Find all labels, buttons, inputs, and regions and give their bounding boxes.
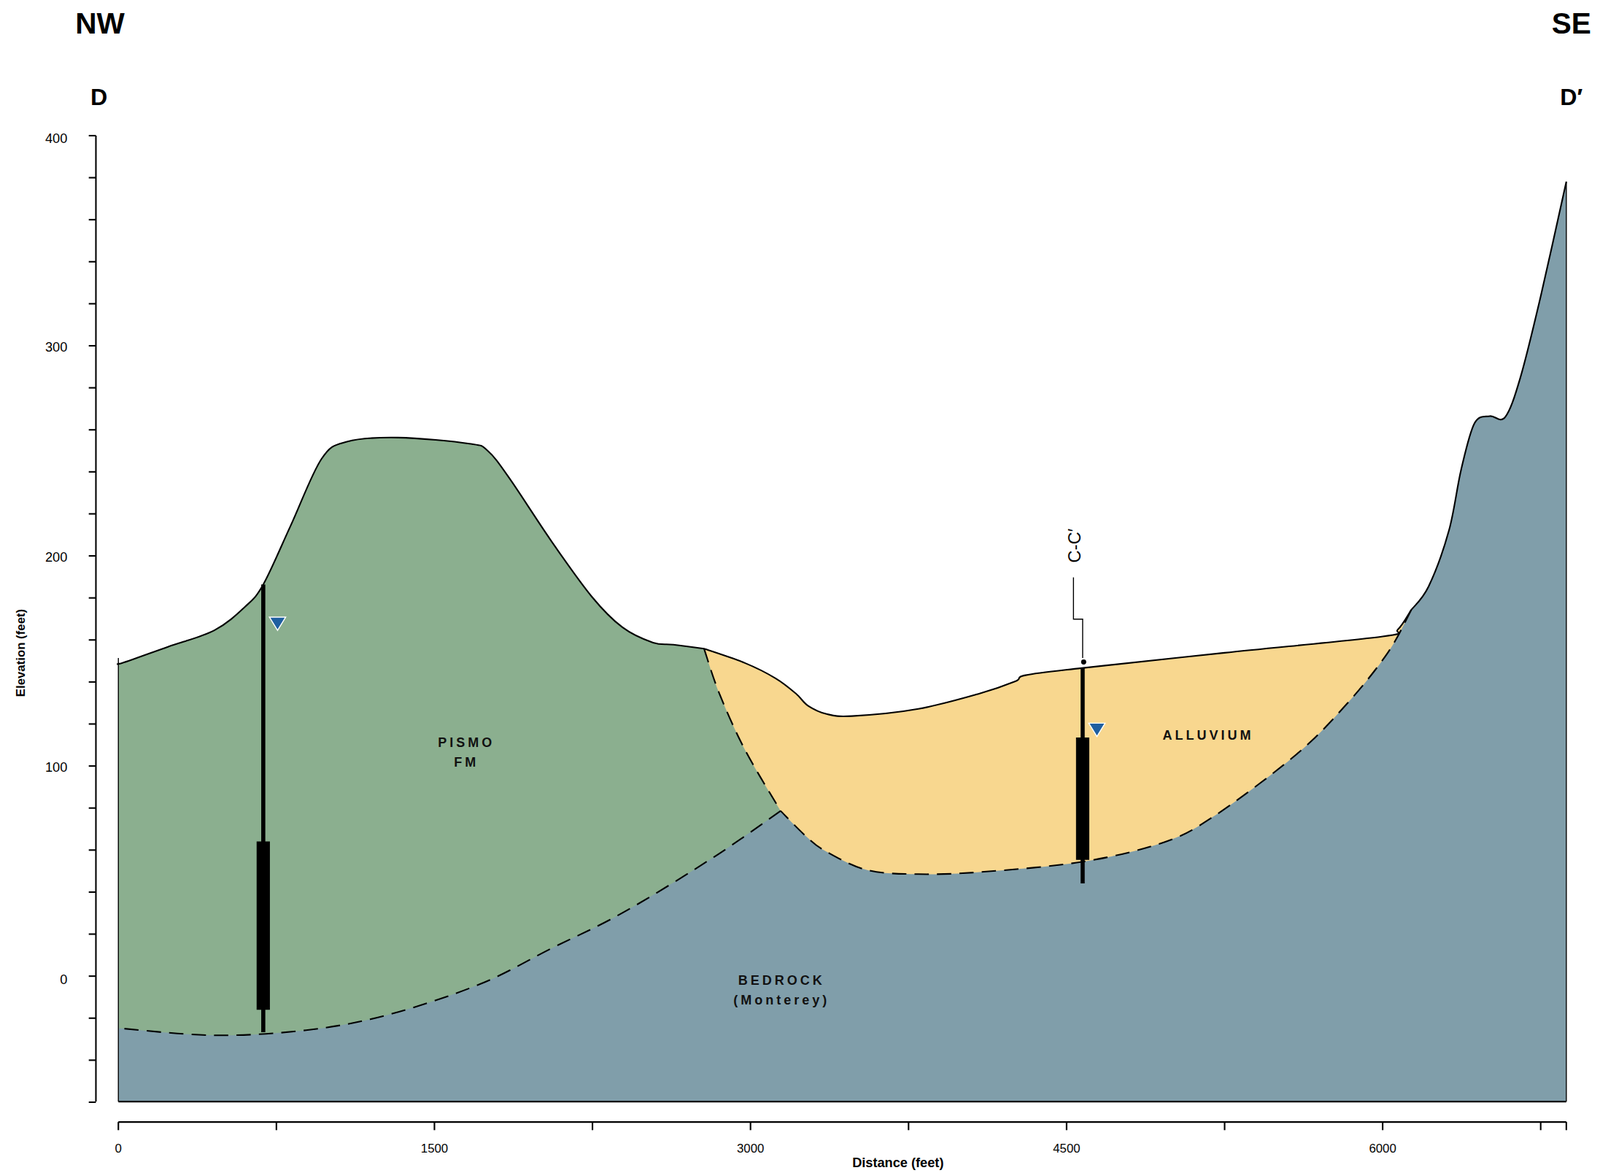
rock-unit-label: PISMO FM [437,733,495,773]
section-edge [118,658,119,1102]
direction-label: SE [1551,7,1592,41]
tick-label-text: 400 [45,131,68,146]
direction-label-text: SE [1551,6,1592,41]
ground-surface [117,181,1567,717]
section-edge [1565,181,1567,1102]
tick-label: 100 [45,760,68,775]
tick-label: 0 [115,1142,122,1156]
tick-label-text: 300 [45,339,68,354]
section-end-label-text: D [90,84,108,111]
axis-title-text: Distance (feet) [852,1155,944,1171]
unit-name: ALLUVIUM [1162,725,1254,746]
axis-title: Distance (feet) [852,1155,944,1171]
contact-line [780,609,1412,875]
tick-label: 300 [45,339,68,354]
tick-label-text: 3000 [736,1141,764,1156]
unit-name: PISMO FM [437,733,495,773]
axis-title-text: Elevation (feet) [13,609,28,697]
tick-label: 1500 [420,1142,448,1156]
tick-label: 4500 [1052,1142,1080,1156]
tick-label: 3000 [736,1142,764,1156]
tick-label-text: 4500 [1052,1141,1080,1156]
tick-label-text: 200 [45,550,68,565]
direction-label: NW [75,7,125,41]
contact-line [118,811,781,1037]
well [1073,577,1105,883]
rock-unit-label: ALLUVIUM [1162,725,1254,746]
tick-label-text: 1500 [420,1141,448,1156]
section-edge [118,1100,1567,1103]
axis [89,135,1567,1131]
section-crossing-label: C-C′ [1065,528,1085,564]
rock-unit-label: BEDROCK (Monterey) [733,971,830,1011]
tick-label: 6000 [1368,1142,1396,1156]
tick-label: 0 [59,972,68,988]
tick-label-text: 0 [59,972,68,988]
axis-title: Elevation (feet) [14,609,28,697]
unit-name: BEDROCK (Monterey) [733,971,830,1011]
contact-line [704,648,781,811]
section-end-label-text: D′ [1559,84,1583,111]
tick-label-text: 100 [45,760,68,775]
well [263,584,287,1033]
bedrock-unit [117,181,1567,1102]
tick-label-text: 6000 [1368,1141,1396,1156]
section-end-label: D [90,85,108,111]
section-crossing-label-text: C-C′ [1064,528,1085,564]
pismo-unit [117,437,781,1037]
section-end-label: D′ [1559,85,1583,111]
alluvium-unit [704,609,1412,875]
tick-label: 200 [45,550,68,565]
direction-label-text: NW [75,6,125,41]
tick-label: 400 [45,131,68,146]
tick-label-text: 0 [115,1141,122,1156]
